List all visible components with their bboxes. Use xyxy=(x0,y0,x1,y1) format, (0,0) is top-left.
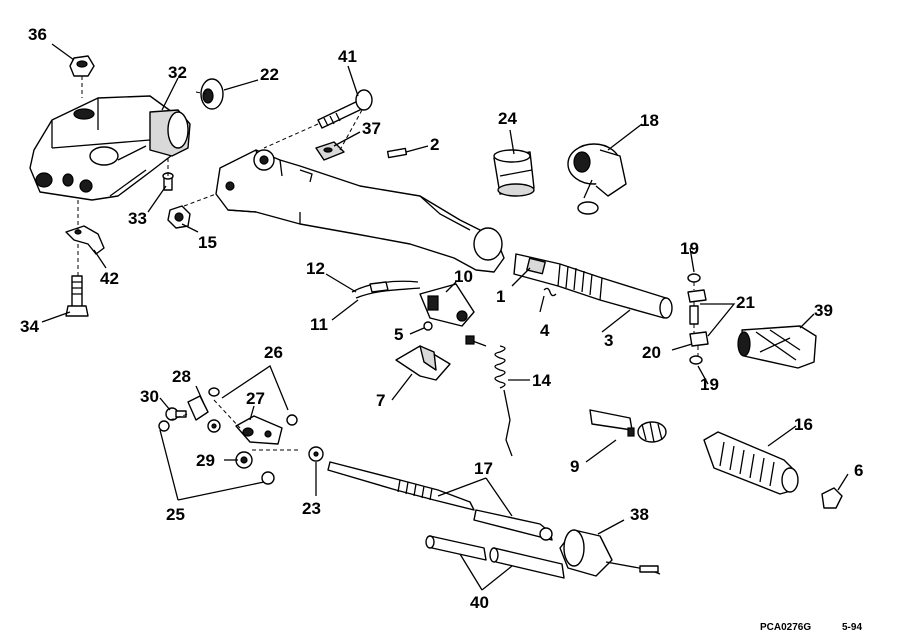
label-22: 22 xyxy=(260,65,279,84)
alignment-lines xyxy=(77,76,699,451)
label-27: 27 xyxy=(246,389,265,408)
label-7: 7 xyxy=(376,391,385,410)
part-2-pin xyxy=(386,147,408,159)
label-41: 41 xyxy=(338,47,357,66)
part-26-washer-b xyxy=(286,414,298,426)
part-37-block xyxy=(315,141,345,161)
part-41-bolt xyxy=(317,89,373,129)
part-39-grip xyxy=(737,325,817,369)
label-21: 21 xyxy=(736,293,755,312)
label-4: 4 xyxy=(540,321,550,340)
part-42-clamp xyxy=(65,225,105,255)
label-30: 30 xyxy=(140,387,159,406)
label-28: 28 xyxy=(172,367,191,386)
label-29: 29 xyxy=(196,451,215,470)
figure-footer: PCA0276G 5-94 xyxy=(760,622,862,633)
part-40-sleeve-a xyxy=(425,535,487,561)
label-25: 25 xyxy=(166,505,185,524)
part-3-shaft xyxy=(513,253,673,319)
figure-code: PCA0276G xyxy=(760,622,811,633)
part-21-stop-bottom xyxy=(689,331,709,347)
label-10: 10 xyxy=(454,267,473,286)
part-14-lanyard xyxy=(465,335,513,457)
label-19-top: 19 xyxy=(680,239,699,258)
part-17-cable xyxy=(327,461,553,541)
label-24: 24 xyxy=(498,109,517,128)
leader-lines xyxy=(41,43,849,591)
part-15-nut xyxy=(167,205,191,229)
part-25-screw-b xyxy=(261,471,275,485)
label-5: 5 xyxy=(394,325,403,344)
label-11: 11 xyxy=(310,315,328,334)
label-3: 3 xyxy=(604,331,613,350)
part-27-link xyxy=(235,415,283,445)
label-19-bottom: 19 xyxy=(700,375,719,394)
part-20-stud xyxy=(689,305,699,325)
label-40: 40 xyxy=(470,593,489,612)
part-12-11-wire xyxy=(351,280,421,299)
part-21-stop-top xyxy=(687,289,707,303)
part-29-gear xyxy=(235,451,253,469)
part-26-washer-a xyxy=(208,387,220,397)
label-38: 38 xyxy=(630,505,649,524)
label-32: 32 xyxy=(168,63,187,82)
part-7-plate xyxy=(395,345,451,381)
label-20: 20 xyxy=(642,343,661,362)
figure-date: 5-94 xyxy=(842,622,862,633)
part-9-switch xyxy=(589,409,667,443)
part-32-bracket xyxy=(29,95,191,201)
part-6-cap xyxy=(821,487,843,509)
label-12: 12 xyxy=(306,259,325,278)
part-24-bushing xyxy=(493,149,535,197)
label-39: 39 xyxy=(814,301,833,320)
part-16-grip xyxy=(703,431,799,495)
label-33: 33 xyxy=(128,209,147,228)
label-37: 37 xyxy=(362,119,381,138)
part-22-washer xyxy=(200,78,224,110)
label-23: 23 xyxy=(302,499,321,518)
label-36: 36 xyxy=(28,25,47,44)
label-1: 1 xyxy=(496,287,505,306)
label-6: 6 xyxy=(854,461,863,480)
part-5-screw xyxy=(423,321,433,331)
part-40-sleeve-b xyxy=(489,547,565,579)
part-labels: 36 32 22 41 37 2 24 18 33 15 42 34 12 11… xyxy=(20,25,863,612)
label-14: 14 xyxy=(532,371,551,390)
label-9: 9 xyxy=(570,457,579,476)
part-25-screw-a xyxy=(158,420,170,432)
part-10-switch xyxy=(419,283,475,327)
label-15: 15 xyxy=(198,233,217,252)
part-tiller-arm xyxy=(215,149,505,273)
label-42: 42 xyxy=(100,269,119,288)
label-17: 17 xyxy=(474,459,493,478)
part-30-bolt xyxy=(165,407,187,421)
part-19-cap-top xyxy=(687,273,701,283)
part-23-nut xyxy=(308,446,324,462)
part-18-ring xyxy=(567,143,627,215)
part-38-drum xyxy=(559,529,661,577)
part-19-cap-bottom xyxy=(689,355,703,365)
part-36-nut xyxy=(69,55,95,77)
label-18: 18 xyxy=(640,111,659,130)
part-4-clip xyxy=(543,287,557,297)
label-16: 16 xyxy=(794,415,813,434)
label-34: 34 xyxy=(20,317,39,336)
part-34-bolt xyxy=(65,275,89,317)
label-2: 2 xyxy=(430,135,439,154)
label-26: 26 xyxy=(264,343,283,362)
